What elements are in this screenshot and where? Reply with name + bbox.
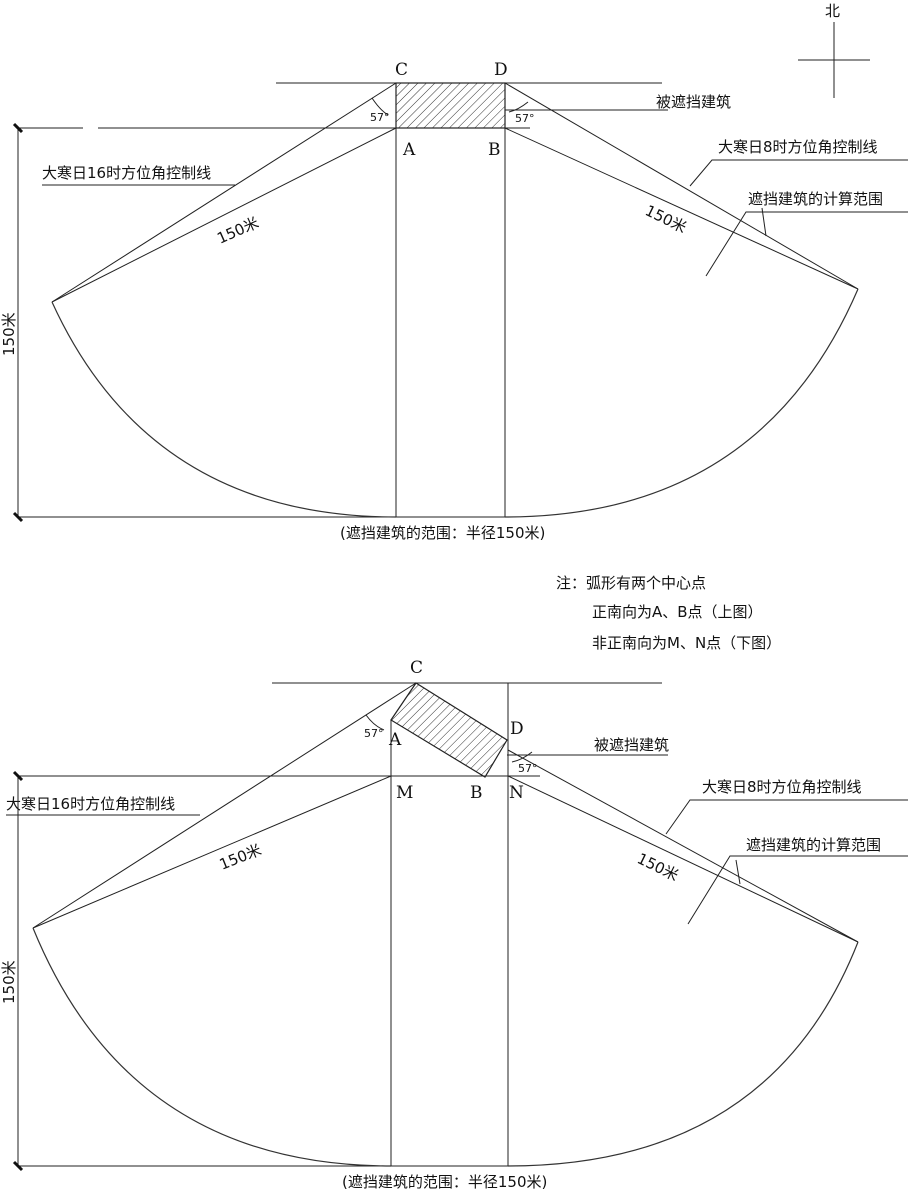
top-radius-left-label: 150米	[214, 213, 261, 247]
top-angle-arc-right	[508, 101, 529, 113]
bottom-angle-arc-right	[511, 751, 533, 763]
top-8am-control-line	[504, 82, 859, 290]
bottom-diagram: 57° 57° C D A B M N 被遮挡建筑 大寒日16时方位角控制线 大…	[0, 658, 908, 1191]
top-caption: (遮挡建筑的范围：半径150米)	[340, 524, 545, 542]
top-range-leader	[705, 211, 908, 277]
bottom-radius-left	[32, 775, 392, 929]
top-point-b: B	[488, 140, 501, 160]
bottom-caption: (遮挡建筑的范围：半径150米)	[342, 1173, 547, 1191]
bottom-arc-left	[32, 927, 392, 1167]
top-dimension-label: 150米	[0, 312, 18, 356]
bottom-point-b: B	[470, 783, 483, 803]
top-dimension-tick-bottom	[12, 511, 24, 523]
north-compass: 北	[798, 2, 870, 98]
bottom-angle-right: 57°	[518, 762, 538, 775]
bottom-point-a: A	[388, 730, 402, 750]
north-label: 北	[825, 2, 840, 20]
top-point-c: C	[395, 60, 408, 80]
bottom-4pm-control-line	[32, 682, 417, 929]
note-line-2: 正南向为A、B点（上图）	[592, 603, 763, 621]
bottom-point-n: N	[509, 783, 524, 803]
bottom-angle-arc-left	[365, 714, 385, 731]
top-arc-left	[51, 301, 397, 518]
bottom-dimension-label: 150米	[0, 960, 18, 1004]
bottom-point-c: C	[410, 658, 423, 678]
top-8am-leader	[689, 159, 908, 187]
bottom-shaded-building	[390, 682, 508, 778]
top-8am-label: 大寒日8时方位角控制线	[718, 138, 878, 156]
top-shaded-building	[395, 82, 506, 129]
top-diagram: 57° 57° C D A B 被遮挡建筑 大寒日16时方位角控制线 大寒日8时…	[0, 60, 908, 542]
bottom-dimension-tick-top	[12, 770, 24, 782]
bottom-radius-right	[507, 775, 859, 943]
top-arc-right	[504, 288, 859, 518]
bottom-dimension-tick-bottom	[12, 1160, 24, 1172]
bottom-4pm-label: 大寒日16时方位角控制线	[6, 795, 175, 813]
bottom-radius-left-label: 150米	[217, 841, 264, 874]
top-radius-right-label: 150米	[642, 201, 689, 236]
top-angle-arc-left	[371, 97, 389, 116]
bottom-8am-control-line	[507, 749, 859, 943]
bottom-8am-label: 大寒日8时方位角控制线	[702, 778, 862, 796]
top-angle-left: 57°	[370, 111, 390, 124]
top-range-tick	[761, 207, 767, 237]
top-point-a: A	[402, 140, 416, 160]
bottom-8am-leader	[665, 799, 908, 835]
bottom-angle-left: 57°	[364, 727, 384, 740]
bottom-point-d: D	[510, 719, 524, 739]
top-angle-right: 57°	[515, 112, 535, 125]
top-4pm-label: 大寒日16时方位角控制线	[42, 164, 211, 182]
top-radius-left	[51, 127, 397, 303]
bottom-range-label: 遮挡建筑的计算范围	[746, 836, 881, 854]
top-shaded-building-label: 被遮挡建筑	[656, 93, 731, 111]
bottom-shaded-building-label: 被遮挡建筑	[594, 736, 669, 754]
bottom-range-tick	[735, 859, 741, 885]
top-point-d: D	[494, 60, 508, 80]
note-line-1: 注：弧形有两个中心点	[556, 574, 706, 592]
top-dimension-tick-top	[12, 122, 24, 134]
bottom-point-m: M	[396, 783, 413, 803]
note-block: 注：弧形有两个中心点 正南向为A、B点（上图） 非正南向为M、N点（下图）	[556, 574, 781, 652]
bottom-arc-right	[507, 941, 859, 1167]
top-4pm-control-line	[51, 82, 397, 303]
top-radius-right	[504, 127, 859, 290]
bottom-range-leader	[687, 855, 908, 925]
top-range-label: 遮挡建筑的计算范围	[748, 190, 883, 208]
note-line-3: 非正南向为M、N点（下图）	[592, 634, 781, 652]
